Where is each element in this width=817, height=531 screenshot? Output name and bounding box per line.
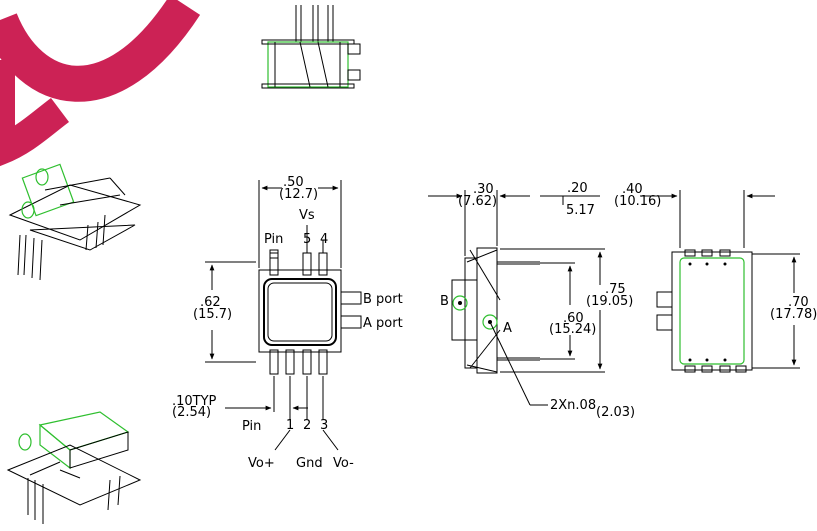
pin-2-label: 2 <box>303 418 311 433</box>
front-view: .50 (12.7) .62 (15.7) Vs Pin 5 4 B port … <box>172 175 403 471</box>
side-height-mm: (19.05) <box>586 294 633 309</box>
back-width-in: .40 <box>622 182 643 197</box>
top-pins <box>269 249 328 276</box>
side-view: .30 (7.62) .20 5.17 .75 (19.05) .60 (15.… <box>428 181 635 420</box>
watermark-logo <box>0 0 201 167</box>
isometric-sketch-upper <box>8 163 142 281</box>
side-lead-mm: 5.17 <box>566 203 595 218</box>
side-lead-in: .20 <box>567 181 588 196</box>
back-view: .40 (10.16) .70 (17.78) <box>614 182 817 373</box>
side-label-a: A <box>503 321 512 336</box>
front-height-mm: (15.7) <box>193 307 232 322</box>
pin-4-label: 4 <box>320 232 328 247</box>
pin-label-bottom: Pin <box>242 419 261 434</box>
side-inner-mm: (15.24) <box>549 322 596 337</box>
back-height-in: .70 <box>788 295 809 310</box>
hole-mm: (2.03) <box>596 405 635 420</box>
front-width-mm: (12.7) <box>279 187 318 202</box>
front-width-in: .50 <box>283 175 304 190</box>
pitch-in: .10TYP <box>172 394 217 409</box>
sig-gnd: Gnd <box>296 456 323 471</box>
pin-label-top: Pin <box>264 232 283 247</box>
sig-vo-plus: Vo+ <box>248 456 275 471</box>
side-inner-in: .60 <box>563 311 584 326</box>
side-depth-mm: (7.62) <box>458 194 497 209</box>
top-package-view <box>261 5 361 89</box>
back-width-mm: (10.16) <box>614 194 661 209</box>
pin-5-label: 5 <box>303 232 311 247</box>
side-height-in: .75 <box>605 282 626 297</box>
vs-label: Vs <box>299 208 315 223</box>
bottom-pins <box>269 349 328 375</box>
side-label-b: B <box>440 294 449 309</box>
pin-3-label: 3 <box>320 418 328 433</box>
back-height-mm: (17.78) <box>770 307 817 322</box>
side-depth-in: .30 <box>473 182 494 197</box>
port-b-label: B port <box>363 292 403 307</box>
hole-in: 2Xn.08 <box>550 398 596 413</box>
port-a-label: A port <box>363 316 403 331</box>
isometric-sketch-lower <box>6 411 142 524</box>
pitch-mm: (2.54) <box>172 405 211 420</box>
front-height-in: .62 <box>200 295 221 310</box>
sig-vo-minus: Vo- <box>333 456 354 471</box>
pin-1-label: 1 <box>286 418 294 433</box>
